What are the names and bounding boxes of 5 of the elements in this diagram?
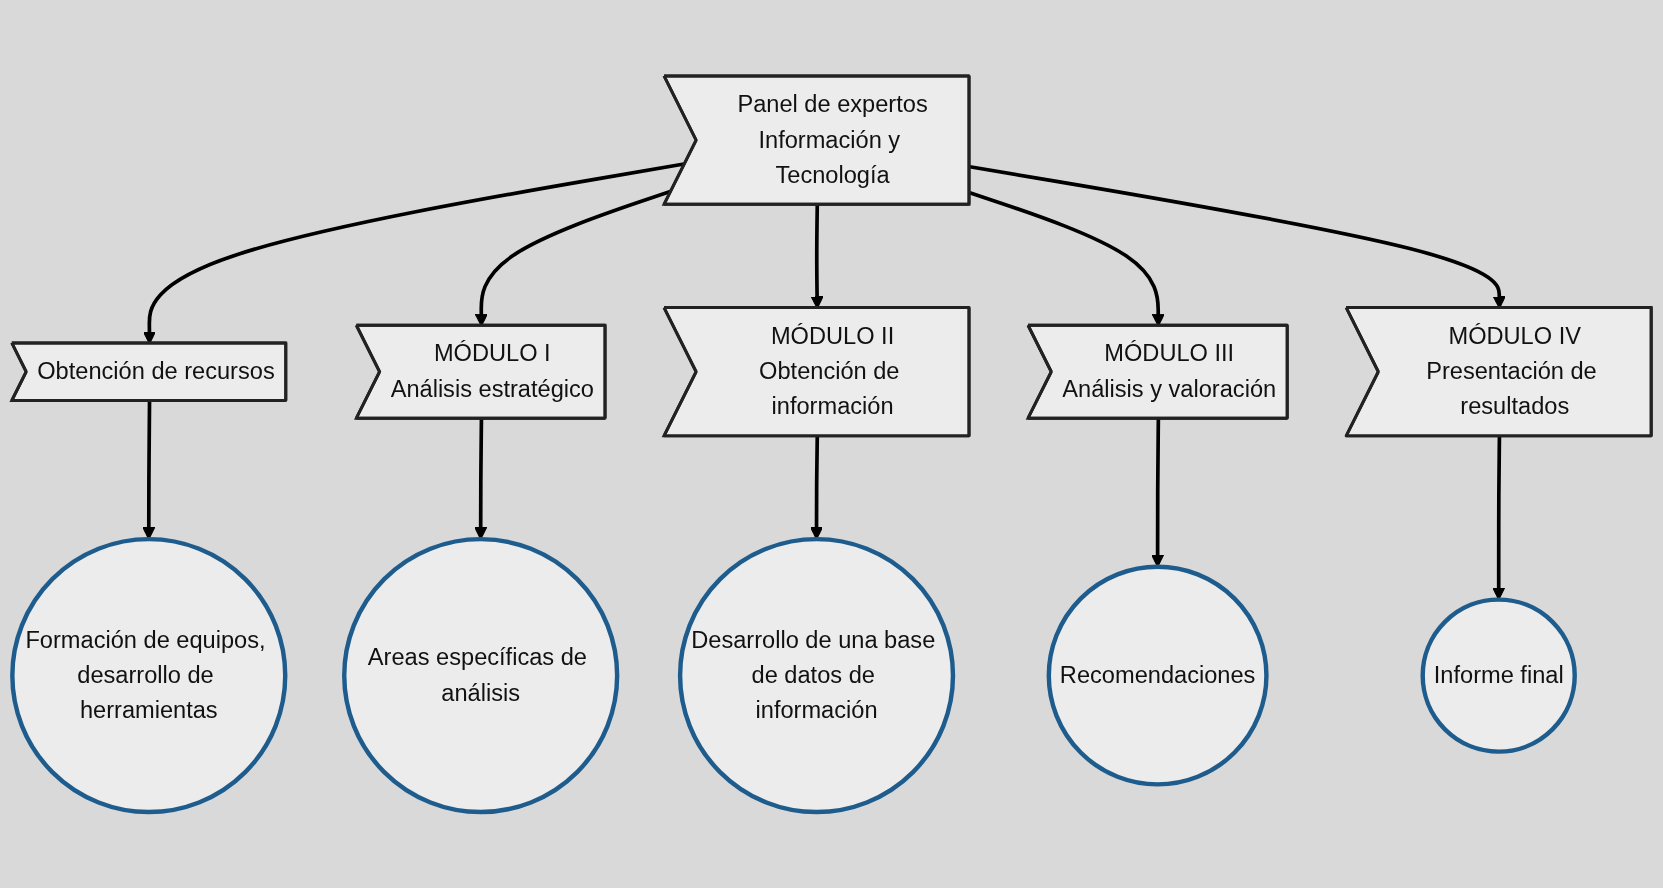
node-circle: Areas específicas de análisis — [342, 536, 620, 815]
node-circle: Recomendaciones — [1046, 564, 1269, 787]
node-circle: Informe final — [1420, 597, 1577, 754]
node-circle: Desarrollo de una base de datos de información — [677, 536, 956, 815]
node-circle: Formación de equipos, desarrollo de herramientas — [10, 536, 288, 815]
